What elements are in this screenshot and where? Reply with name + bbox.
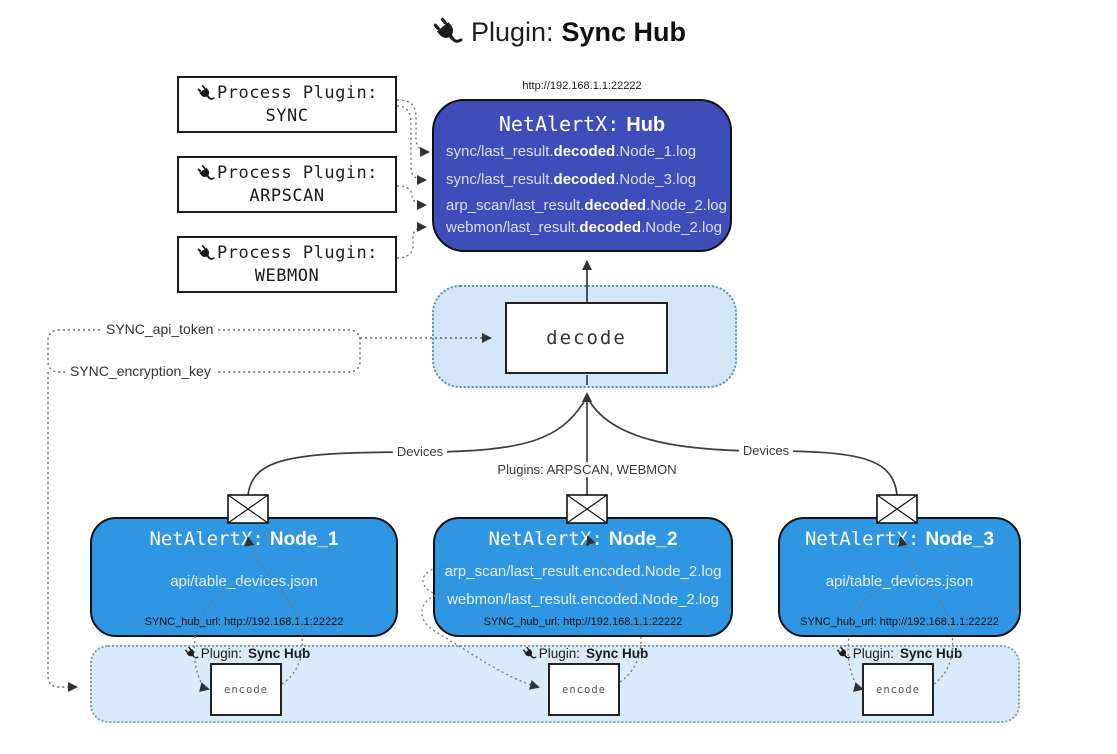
plug-icon	[431, 16, 463, 48]
edge-nodes-to-decode	[247, 375, 898, 496]
plug-icon	[836, 646, 851, 661]
process-plugin-label: Process Plugin:	[216, 242, 379, 263]
page-title-name: Sync Hub	[561, 16, 687, 47]
process-plugin-webmon: Process Plugin: WEBMON	[177, 236, 397, 293]
process-plugin-sync: Process Plugin: SYNC	[177, 76, 397, 133]
process-plugin-label: Process Plugin:	[216, 82, 379, 103]
edge-label-plugins: Plugins: ARPSCAN, WEBMON	[493, 462, 681, 477]
node-hub-url: SYNC_hub_url: http://192.168.1.1:22222	[144, 616, 344, 628]
encode-label: encode	[876, 683, 920, 696]
hub-log: arp_scan/last_result.decoded.Node_2.log	[446, 197, 727, 214]
encoder-label: Plugin:Sync Hub	[522, 646, 648, 661]
page-title: Plugin: Sync Hub	[0, 16, 1117, 48]
plug-icon	[196, 244, 215, 263]
process-plugin-name: ARPSCAN	[249, 185, 325, 206]
hub-box: NetAlertX: Hub sync/last_result.decoded.N…	[432, 99, 732, 252]
plug-icon	[184, 646, 199, 661]
encode-box: encode	[548, 663, 620, 716]
node-hub-url: SYNC_hub_url: http://192.168.1.1:22222	[800, 616, 999, 628]
encode-box: encode	[862, 663, 934, 716]
encode-label: encode	[224, 683, 268, 696]
page-title-label: Plugin:	[470, 16, 554, 47]
edge-label-devices-left: Devices	[392, 444, 448, 459]
node-3-box: NetAlertX:Node_3 api/table_devices.json …	[778, 517, 1021, 637]
node-title: NetAlertX:Node_2	[488, 528, 678, 550]
node-file: webmon/last_result.encoded.Node_2.log	[447, 591, 719, 608]
hub-log: webmon/last_result.decoded.Node_2.log	[446, 219, 722, 236]
node-file: api/table_devices.json	[825, 573, 974, 590]
process-plugin-arpscan: Process Plugin: ARPSCAN	[177, 156, 397, 213]
process-plugin-name: WEBMON	[254, 265, 320, 286]
encoder-label: Plugin:Sync Hub	[184, 646, 310, 661]
node-title: NetAlertX:Node_3	[804, 528, 995, 550]
encode-box: encode	[210, 663, 282, 716]
hub-title-name: Hub	[626, 114, 666, 136]
node-1-box: NetAlertX:Node_1 api/table_devices.json …	[90, 517, 398, 637]
edge-plugins-to-hub	[396, 99, 430, 259]
hub-title: NetAlertX: Hub	[434, 112, 730, 137]
node-hub-url: SYNC_hub_url: http://192.168.1.1:22222	[483, 616, 683, 628]
plug-icon	[196, 84, 215, 103]
plug-icon	[522, 646, 537, 661]
hub-log: sync/last_result.decoded.Node_3.log	[446, 171, 697, 188]
node-file: api/table_devices.json	[170, 573, 318, 590]
hub-url: http://192.168.1.1:22222	[522, 80, 642, 92]
encode-label: encode	[562, 683, 606, 696]
edge-label-devices-right: Devices	[738, 443, 794, 458]
plug-icon	[196, 164, 215, 183]
process-plugin-label: Process Plugin:	[216, 162, 379, 183]
config-encryption-key: SYNC_encryption_key	[66, 363, 215, 379]
hub-log: sync/last_result.decoded.Node_1.log	[446, 143, 697, 160]
process-plugin-name: SYNC	[265, 105, 309, 126]
node-title: NetAlertX:Node_1	[149, 528, 339, 550]
config-api-token: SYNC_api_token	[102, 321, 218, 337]
node-file: arp_scan/last_result.encoded.Node_2.log	[444, 563, 722, 580]
encoder-label: Plugin:Sync Hub	[836, 646, 962, 661]
decode-box: decode	[505, 302, 668, 374]
decode-label: decode	[546, 327, 627, 349]
hub-title-label: NetAlertX:	[498, 112, 620, 136]
node-2-box: NetAlertX:Node_2 arp_scan/last_result.en…	[433, 517, 733, 637]
